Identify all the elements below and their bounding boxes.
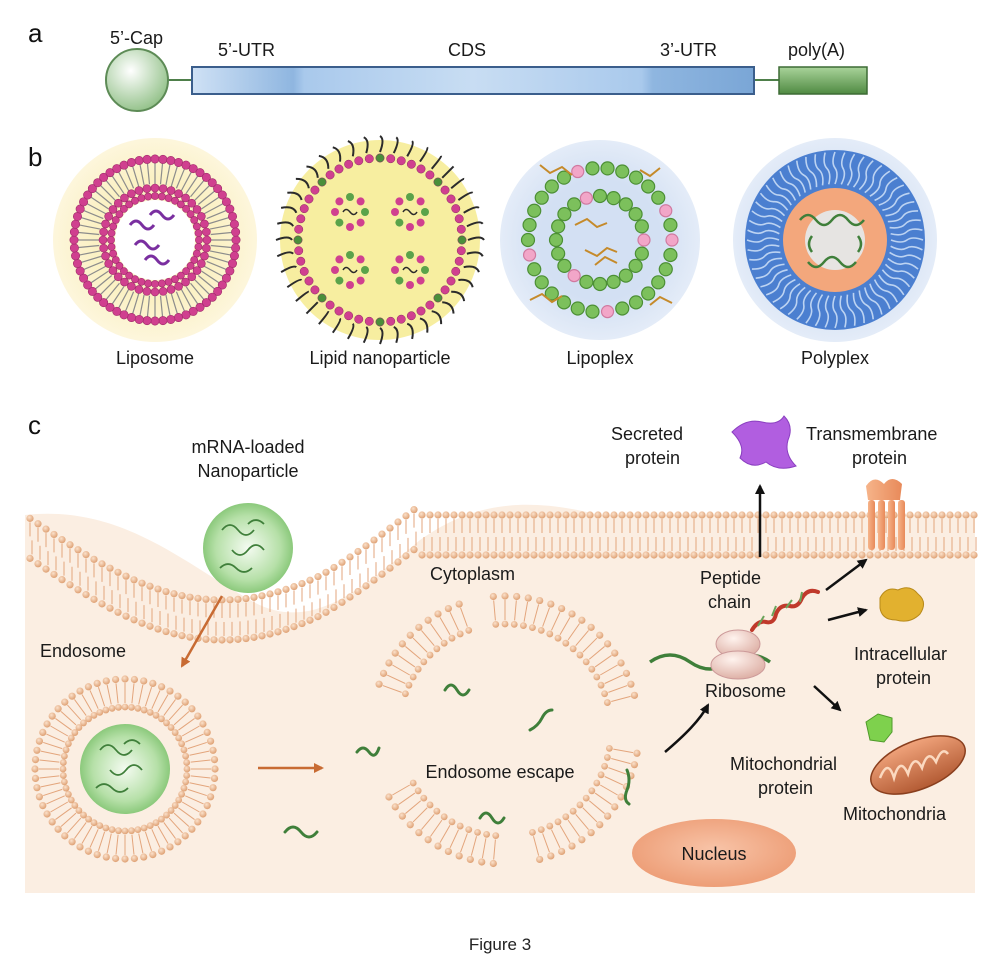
utr3-label: 3’-UTR	[660, 40, 717, 60]
translation-arrow	[664, 703, 710, 753]
figure-caption: Figure 3	[469, 935, 531, 954]
polya-tail-bar	[778, 66, 868, 95]
utr5-label: 5’-UTR	[218, 40, 275, 60]
intracellular-label-line2: protein	[876, 668, 931, 688]
lnp-shell-heads	[293, 153, 467, 327]
transmembrane-label-line1: Transmembrane	[806, 424, 937, 444]
transmembrane-protein-shape	[866, 479, 905, 550]
polyplex-diagram: Polyplex	[733, 138, 937, 368]
cds-region-bar	[191, 66, 755, 95]
nucleus-shape	[632, 819, 796, 887]
cap-label: 5’-Cap	[110, 28, 163, 48]
peptide-side-chains	[757, 591, 803, 627]
released-mrna-strands	[283, 683, 631, 839]
plasma-membrane	[26, 506, 978, 644]
polyplex-polymer-chains	[746, 151, 924, 329]
mitochondria-shape	[870, 735, 966, 795]
cytoplasm-label: Cytoplasm	[430, 564, 515, 584]
transmembrane-arrow	[825, 558, 868, 591]
liposome-outer-heads	[69, 154, 241, 326]
liposome-lipid-tails	[77, 162, 233, 318]
liposome-label: Liposome	[116, 348, 194, 368]
lnp-label: Lipid nanoparticle	[309, 348, 450, 368]
ribosome-label: Ribosome	[705, 681, 786, 701]
cell-cytoplasm-background	[25, 504, 975, 893]
secreted-label-line1: Secreted	[611, 424, 683, 444]
lnp-core	[280, 140, 480, 340]
liposome-diagram: Liposome	[53, 138, 257, 368]
nanoparticle-mrna-strands	[219, 519, 265, 573]
lnp-diagram: Lipid nanoparticle	[275, 135, 485, 368]
lipoplex-label: Lipoplex	[566, 348, 633, 368]
panel-c: c mRNA-loaded Nanoparticle Endosome Cyto…	[25, 410, 978, 893]
lipoplex-diagram: Lipoplex	[500, 140, 700, 368]
intracellular-protein-shape	[879, 587, 924, 622]
panel-a: a 5’-Cap 5’-UTR CDS 3’-UTR poly(A)	[28, 18, 868, 112]
endosome-label: Endosome	[40, 641, 126, 661]
secreted-protein-shape	[731, 415, 797, 469]
nanoparticle-label-line2: Nanoparticle	[197, 461, 298, 481]
liposome-inner-heads	[98, 183, 212, 297]
lnp-inner-micelles	[331, 193, 429, 289]
lipoplex-mrna-strands	[529, 164, 673, 306]
nanoparticle-label-line1: mRNA-loaded	[191, 437, 304, 457]
lnp-peg-chains	[275, 135, 485, 345]
mito-protein-label-line1: Mitochondrial	[730, 754, 837, 774]
polyplex-mrna-strands	[799, 213, 865, 269]
peptide-chain-shape	[750, 588, 820, 632]
peptide-label-line1: Peptide	[700, 568, 761, 588]
mrna-loaded-nanoparticle	[203, 503, 293, 593]
nucleus-label: Nucleus	[681, 844, 746, 864]
endosome-escape-label: Endosome escape	[425, 762, 574, 782]
endosome-nanoparticle	[80, 724, 170, 814]
five-prime-cap-shape	[105, 48, 169, 112]
cds-label: CDS	[448, 40, 486, 60]
secreted-label-line2: protein	[625, 448, 680, 468]
ruptured-endosome-membrane	[375, 592, 641, 868]
panel-c-letter: c	[28, 410, 41, 440]
ribosome-large-subunit	[710, 650, 766, 680]
intracellular-label-line1: Intracellular	[854, 644, 947, 664]
panel-b-letter: b	[28, 142, 42, 172]
endosome-membrane	[31, 675, 219, 863]
endosome-mrna-strands	[95, 739, 143, 793]
peptide-label-line2: chain	[708, 592, 751, 612]
mitochondrial-arrow	[813, 685, 842, 712]
lipoplex-lipid-rings	[520, 161, 679, 319]
transmembrane-label-line2: protein	[852, 448, 907, 468]
polya-label: poly(A)	[788, 40, 845, 60]
mitochondrial-protein-shape	[865, 713, 893, 743]
intracellular-arrow	[827, 607, 868, 622]
mitochondria-label: Mitochondria	[843, 804, 947, 824]
panel-b: b Liposome Lipid nanoparticle Lipoplex	[28, 135, 937, 368]
mito-protein-label-line2: protein	[758, 778, 813, 798]
panel-a-letter: a	[28, 18, 43, 48]
polyplex-label: Polyplex	[801, 348, 869, 368]
uptake-arrow	[180, 595, 224, 668]
liposome-mrna-strands	[128, 209, 176, 266]
